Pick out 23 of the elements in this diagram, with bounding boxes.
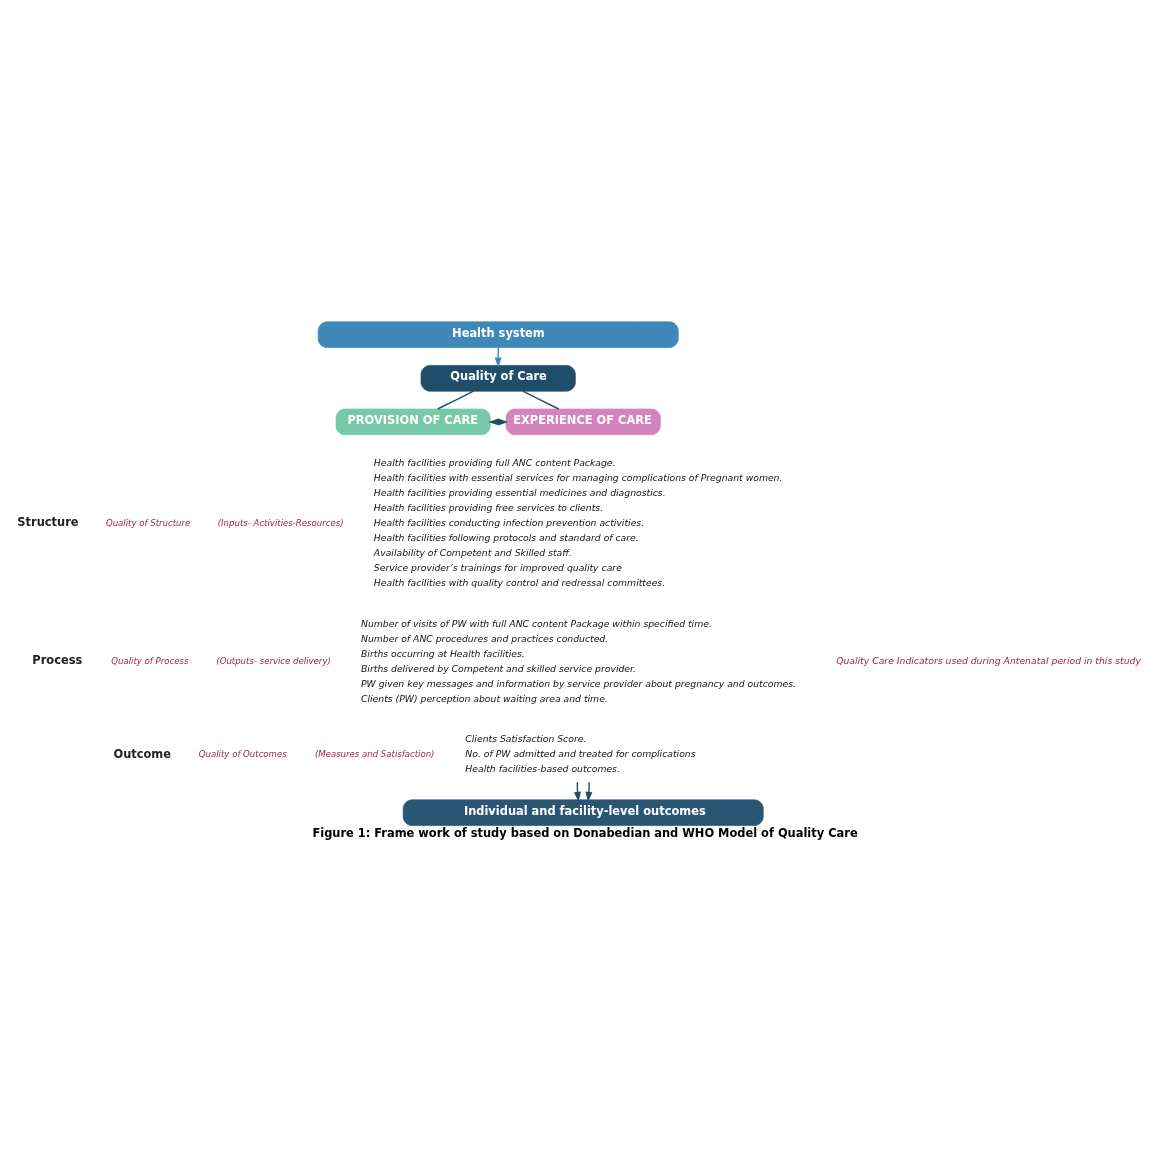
- label: Quality of Outcomes: [198, 748, 287, 759]
- arrow: [494, 346, 502, 367]
- connector: [522, 390, 560, 410]
- label: Quality of Process: [111, 655, 189, 666]
- label: (Measures and Satisfaction): [314, 748, 435, 759]
- caption: Figure 1: Frame work of study based on Donabedian and WHO Model of Quality Care: [312, 825, 858, 840]
- label: (Inputs- Activities-Resources): [217, 517, 344, 528]
- node-text: Health facilities providing full ANC content Package. Health facilities with essential services for managing complications of Pregnant women. Health facilities providing essential medicines and diagnostics. Health facilities providing free services to clients. Health facilities conducting infection prevention activities. Health facilities following protocols and standard of care. Availability of Competent and Skilled staff. Service provider’s trainings for improved quality care Health facilities with quality control and redressal committees.: [373, 456, 783, 588]
- label: Structure: [17, 514, 79, 529]
- label: (Outputs- service delivery): [216, 655, 331, 666]
- node-text: Clients Satisfaction Score. No. of PW admitted and treated for complications Health facilities-based outcomes.: [465, 732, 696, 774]
- node-text: Number of visits of PW with full ANC content Package within specified time. Number of ANC procedures and practices conducted. Births occurring at Health facilities. Births delivered by Competent and skilled service provider. PW given key messages and information by service provider about pregnancy and outcomes. Clients (PW) perception about waiting area and time.: [361, 617, 796, 704]
- label: Quality of Structure: [105, 517, 191, 528]
- connector: [437, 390, 475, 410]
- node-box: Individual and facility-level outcomes: [402, 799, 764, 826]
- node-box: Health system: [317, 321, 679, 348]
- node-box: Quality of Care: [420, 364, 576, 391]
- arrow: [585, 780, 593, 802]
- label: Process: [32, 652, 83, 667]
- node-box: PROVISION OF CARE: [335, 408, 491, 435]
- label: Outcome: [113, 746, 172, 761]
- label: Quality Care Indicators used during Antenatal period in this study: [836, 654, 1141, 666]
- node-box: EXPERIENCE OF CARE: [505, 408, 661, 435]
